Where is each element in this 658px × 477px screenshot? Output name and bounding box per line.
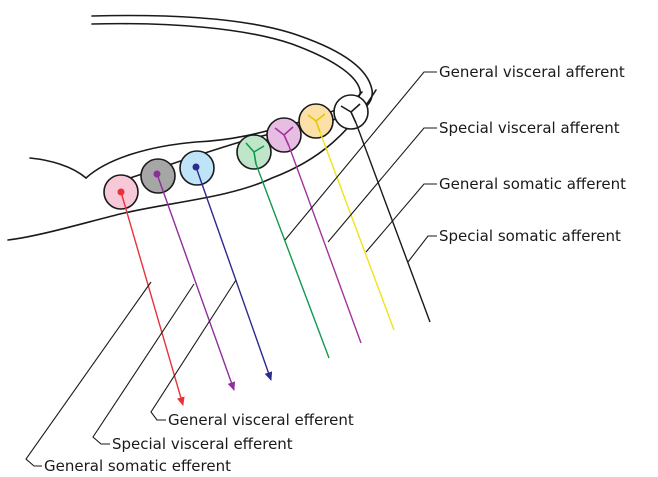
gve-fiber-arrow: [195, 166, 273, 381]
label-special-visceral-afferent: Special visceral afferent: [439, 119, 620, 137]
label-special-visceral-efferent: Special visceral efferent: [112, 435, 293, 453]
leader-special-visceral-afferent: [327, 127, 437, 243]
leader-general-somatic-afferent: [365, 183, 437, 253]
leader-general-somatic-efferent: [25, 281, 152, 467]
gsa-synapse-icon: [307, 113, 326, 133]
label-special-somatic-afferent: Special somatic afferent: [439, 227, 621, 245]
label-general-somatic-afferent: General somatic afferent: [439, 175, 626, 193]
gva-synapse-icon: [245, 142, 265, 165]
nucleus-general-somatic-afferent: [298, 103, 334, 139]
leader-general-visceral-afferent: [284, 71, 437, 241]
leader-general-visceral-efferent: [150, 279, 237, 421]
ssa-fiber: [355, 122, 431, 323]
sva-synapse-icon: [274, 126, 294, 147]
label-general-somatic-efferent: General somatic efferent: [44, 457, 231, 475]
nucleus-special-visceral-afferent: [266, 117, 302, 153]
nucleus-special-somatic-afferent: [333, 94, 369, 130]
label-general-visceral-efferent: General visceral efferent: [168, 411, 354, 429]
gse-fiber-arrow: [120, 191, 185, 406]
leader-special-somatic-afferent: [407, 235, 437, 263]
gva-fiber: [255, 163, 330, 359]
gsa-fiber: [319, 131, 395, 331]
ssa-synapse-icon: [340, 103, 361, 124]
nucleus-general-visceral-afferent: [236, 134, 272, 170]
leader-special-visceral-efferent: [92, 283, 195, 445]
label-general-visceral-afferent: General visceral afferent: [439, 63, 625, 81]
sve-fiber-arrow: [156, 173, 236, 391]
sva-fiber: [288, 145, 362, 344]
